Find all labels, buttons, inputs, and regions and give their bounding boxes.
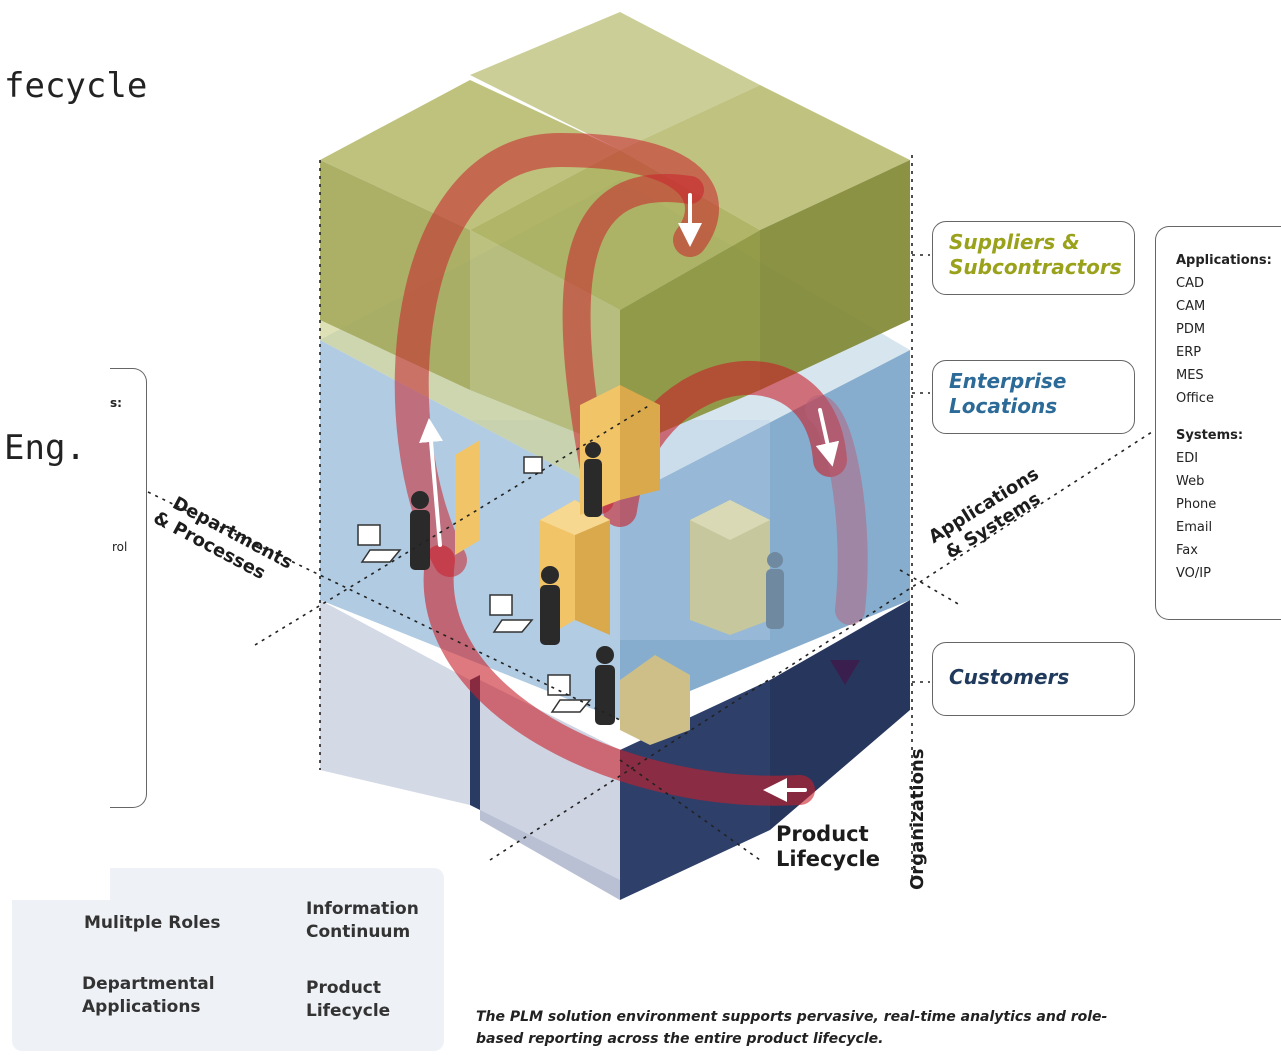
caption-line2: based reporting across the entire produc…: [476, 1031, 884, 1047]
enterprise-label-line1: Enterprise: [949, 369, 1067, 393]
app-item: PDM: [1176, 322, 1206, 337]
customers-arrowhead: [830, 660, 860, 685]
suppliers-label-line1: Suppliers &: [949, 230, 1080, 254]
app-item: Office: [1176, 391, 1214, 406]
suppliers-label: Suppliers & Subcontractors: [932, 221, 1135, 295]
legend-info-line1: Information: [306, 899, 419, 919]
legend-product-line2: Lifecycle: [306, 1001, 391, 1021]
applications-systems-box: Applications: CAD CAM PDM ERP MES Office…: [1155, 226, 1281, 620]
caption: The PLM solution environment supports pe…: [476, 1006, 1107, 1050]
legend-information-label: Information Continuum: [306, 898, 419, 944]
systems-header: Systems:: [1176, 428, 1244, 443]
legend-dept-line1: Departmental: [82, 974, 215, 994]
legend-departmental-label: Departmental Applications: [82, 973, 215, 1019]
cropped-title-fragment: fecycle: [4, 66, 148, 106]
caption-line1: The PLM solution environment supports pe…: [476, 1009, 1108, 1025]
computers: [357, 456, 592, 713]
app-item: CAD: [1176, 276, 1204, 291]
left-bracket-box: [110, 368, 147, 808]
legend-roles-label: Mulitple Roles: [84, 913, 221, 933]
legend-product-line1: Product: [306, 978, 381, 998]
legend-cutout: [0, 860, 110, 900]
system-item: Email: [1176, 520, 1213, 535]
app-item: MES: [1176, 368, 1204, 383]
legend-info-line2: Continuum: [306, 922, 411, 942]
enterprise-label: Enterprise Locations: [932, 360, 1135, 434]
left-box-item-fragment: rol: [112, 540, 128, 554]
departmental-cubes: [455, 385, 770, 745]
applications-header: Applications:: [1176, 253, 1272, 268]
customers-label: Customers: [932, 642, 1135, 716]
people: [410, 442, 784, 725]
organizations-axis-label: Organizations: [907, 748, 928, 891]
system-item: EDI: [1176, 451, 1199, 466]
app-item: CAM: [1176, 299, 1206, 314]
product-lifecycle-axis-label: Product Lifecycle: [776, 822, 880, 872]
legend-product-lifecycle-label: Product Lifecycle: [306, 977, 390, 1023]
app-item: ERP: [1176, 345, 1202, 360]
enterprise-label-line2: Locations: [949, 394, 1058, 418]
product-axis-line2: Lifecycle: [776, 847, 880, 871]
system-item: VO/IP: [1176, 566, 1211, 581]
suppliers-label-line2: Subcontractors: [949, 255, 1122, 279]
customers-label-text: Customers: [949, 665, 1070, 689]
left-box-header-fragment: s:: [110, 396, 122, 410]
system-item: Fax: [1176, 543, 1198, 558]
product-axis-line1: Product: [776, 822, 869, 846]
dotted-axes: [147, 155, 1156, 890]
system-item: Web: [1176, 474, 1205, 489]
system-item: Phone: [1176, 497, 1217, 512]
legend-dept-line2: Applications: [82, 997, 201, 1017]
cropped-eng-fragment: Eng.: [4, 428, 86, 468]
